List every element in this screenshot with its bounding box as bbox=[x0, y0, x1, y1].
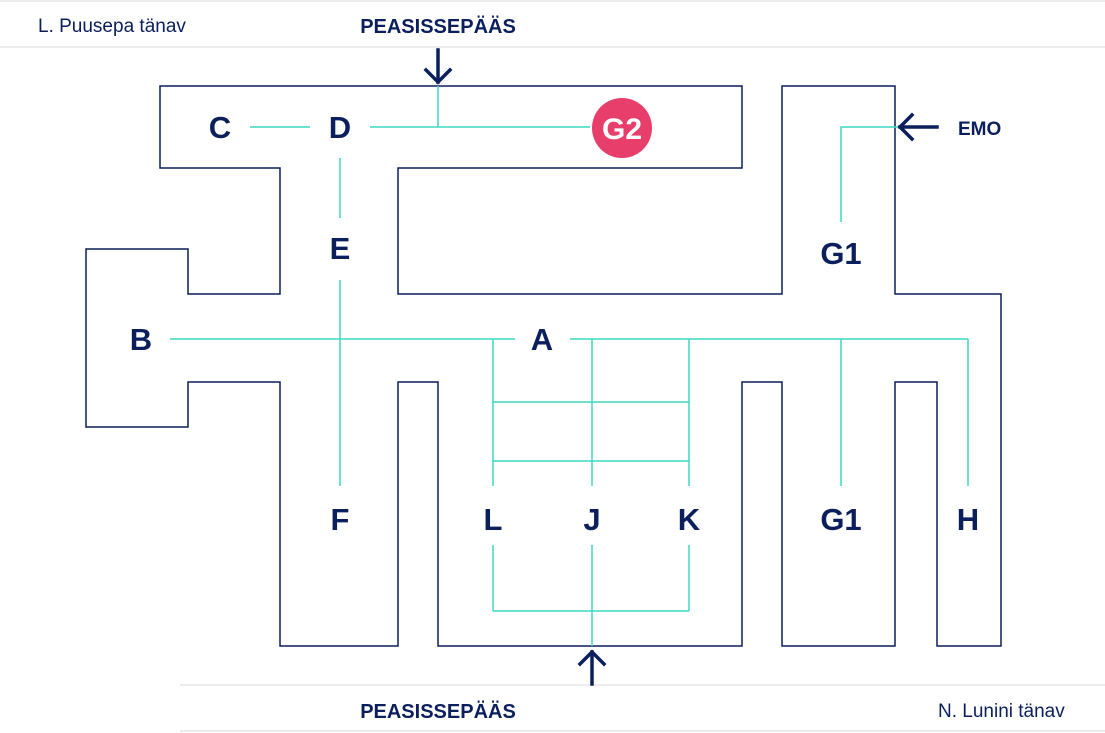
building-label-l: L bbox=[484, 502, 503, 537]
arrow-down-icon bbox=[423, 48, 453, 85]
outline-top-wing bbox=[85, 85, 1002, 647]
g2-badge-label: G2 bbox=[602, 113, 642, 146]
emergency-entrance-label: EMO bbox=[958, 119, 1001, 140]
street-label-lunini: N. Lunini tänav bbox=[938, 701, 1065, 722]
building-label-a: A bbox=[531, 322, 553, 357]
building-label-k: K bbox=[678, 502, 701, 537]
walking-paths bbox=[170, 86, 969, 646]
building-label-c: C bbox=[209, 110, 231, 145]
building-label-h: H bbox=[957, 502, 979, 537]
building-outline bbox=[85, 85, 1002, 647]
building-label-g1-upper: G1 bbox=[820, 236, 861, 271]
building-label-g1-lower: G1 bbox=[820, 502, 861, 537]
main-entrance-bottom-label: PEASISSEPÄÄS bbox=[360, 700, 516, 723]
building-label-b: B bbox=[130, 322, 152, 357]
g2-badge-circle bbox=[592, 98, 652, 158]
building-label-e: E bbox=[330, 231, 351, 266]
arrow-up-icon bbox=[577, 649, 607, 686]
arrow-left-icon bbox=[897, 112, 939, 142]
building-label-d: D bbox=[329, 110, 351, 145]
building-label-j: J bbox=[583, 502, 600, 537]
street-label-puusepa: L. Puusepa tänav bbox=[38, 16, 186, 37]
g2-highlight-badge: G2 bbox=[592, 98, 652, 158]
main-entrance-top-label: PEASISSEPÄÄS bbox=[360, 15, 516, 38]
building-label-f: F bbox=[331, 502, 350, 537]
